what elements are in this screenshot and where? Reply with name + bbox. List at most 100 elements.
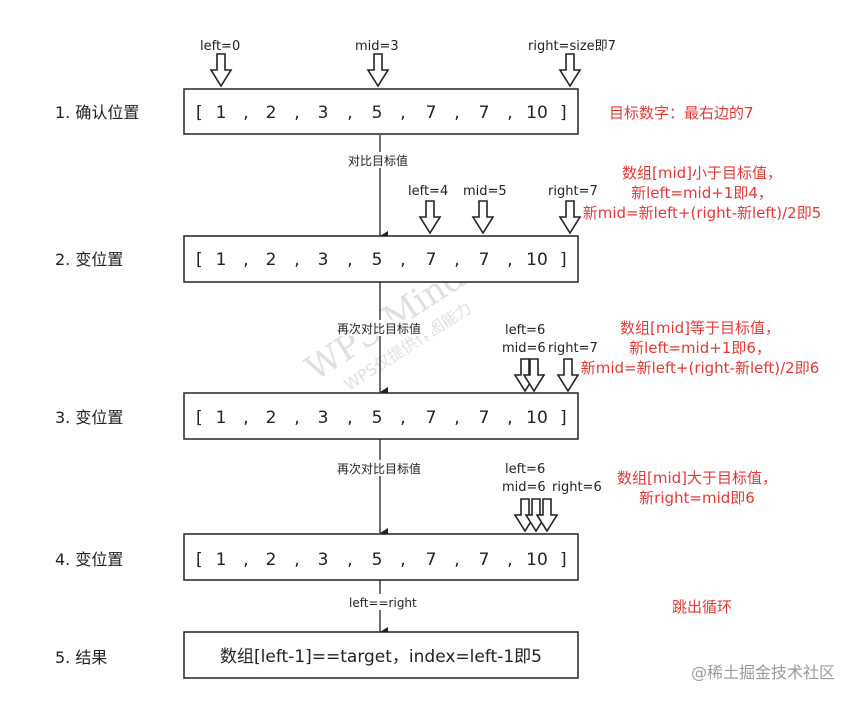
row2-mid-label: mid=5 — [463, 184, 507, 199]
array-row-2-value-6: 10 — [526, 250, 548, 270]
step-5-label: 5. 结果 — [55, 648, 107, 667]
step-1-label: 1. 确认位置 — [55, 103, 139, 122]
array-row-4-value-3: 5 — [372, 550, 383, 570]
array-row-3-comma-2: , — [347, 408, 352, 428]
array-row-2-comma-5: , — [507, 250, 512, 270]
array-row-1-comma-1: , — [294, 103, 299, 123]
array-row-2-value-0: 1 — [216, 250, 227, 270]
array-row-1-comma-5: , — [507, 103, 512, 123]
array-row-3-open-bracket: [ — [196, 408, 203, 428]
footer-watermark: @稀土掘金技术社区 — [691, 663, 835, 682]
array-row-3-value-0: 1 — [216, 408, 227, 428]
array-row-4-comma-4: , — [454, 550, 459, 570]
array-row-4-value-4: 7 — [426, 550, 437, 570]
result-text: 数组[left-1]==target，index=left-1即5 — [220, 647, 542, 667]
array-boxes — [183, 88, 579, 679]
array-row-4-close-bracket: ] — [560, 550, 567, 570]
array-row-4-value-1: 2 — [266, 550, 277, 570]
array-row-4-comma-5: , — [507, 550, 512, 570]
array-row-1-value-2: 3 — [318, 103, 329, 123]
array-row-2-comma-4: , — [454, 250, 459, 270]
connector-3-label: 再次对比目标值 — [337, 461, 421, 476]
array-row-1-value-3: 5 — [372, 103, 383, 123]
array-row-3-value-3: 5 — [372, 408, 383, 428]
note-4-line-1: 数组[mid]大于目标值， — [617, 469, 777, 487]
note-2-line-3: 新mid=新left+(right-新left)/2即5 — [583, 204, 822, 222]
array-row-1-value-5: 7 — [479, 103, 490, 123]
array-row-2-comma-3: , — [400, 250, 405, 270]
note-2-line-2: 新left=mid+1即4， — [631, 184, 773, 202]
array-row-3-comma-0: , — [243, 408, 248, 428]
array-row-1-comma-4: , — [454, 103, 459, 123]
note-5: 跳出循环 — [672, 598, 732, 616]
array-row-4-comma-2: , — [347, 550, 352, 570]
connector-1-label: 对比目标值 — [348, 153, 408, 168]
array-row-3-comma-1: , — [294, 408, 299, 428]
array-row-3-value-4: 7 — [426, 408, 437, 428]
array-row-2-comma-2: , — [347, 250, 352, 270]
row4-left-label: left=6 — [505, 462, 545, 477]
row3-mid-label: mid=6 — [502, 341, 546, 356]
note-4-line-2: 新right=mid即6 — [639, 489, 755, 507]
array-row-4-comma-0: , — [243, 550, 248, 570]
note-3-line-1: 数组[mid]等于目标值， — [620, 319, 780, 337]
row1-right-label: right=size即7 — [528, 39, 616, 54]
array-box-1 — [183, 88, 579, 135]
array-row-3-close-bracket: ] — [560, 408, 567, 428]
array-row-1-comma-0: , — [243, 103, 248, 123]
array-box-2 — [183, 235, 579, 283]
result-box — [183, 631, 579, 679]
step-2-label: 2. 变位置 — [55, 250, 123, 269]
array-box-3 — [183, 392, 579, 440]
array-row-4-value-6: 10 — [526, 550, 548, 570]
row3-left-label: left=6 — [505, 323, 545, 338]
array-row-1-value-1: 2 — [266, 103, 277, 123]
array-row-3-comma-5: , — [507, 408, 512, 428]
row4-mid-label: mid=6 — [502, 480, 546, 495]
array-row-1-comma-2: , — [347, 103, 352, 123]
array-box-4 — [183, 533, 579, 581]
array-row-1-close-bracket: ] — [560, 103, 567, 123]
array-row-3-value-5: 7 — [479, 408, 490, 428]
note-1: 目标数字：最右边的7 — [609, 104, 754, 122]
array-row-2-value-3: 5 — [372, 250, 383, 270]
array-row-4-value-5: 7 — [479, 550, 490, 570]
row3-right-label: right=7 — [548, 341, 598, 356]
array-row-1-open-bracket: [ — [196, 103, 203, 123]
row1-left-label: left=0 — [200, 39, 240, 54]
note-2-line-1: 数组[mid]小于目标值， — [622, 164, 782, 182]
row1-mid-label: mid=3 — [355, 39, 399, 54]
array-row-2-close-bracket: ] — [560, 250, 567, 270]
array-row-3-value-1: 2 — [266, 408, 277, 428]
array-row-2-value-5: 7 — [479, 250, 490, 270]
step-3-label: 3. 变位置 — [55, 408, 123, 427]
array-row-3-comma-3: , — [400, 408, 405, 428]
array-row-2-comma-0: , — [243, 250, 248, 270]
array-row-1-value-4: 7 — [426, 103, 437, 123]
connector-2-label: 再次对比目标值 — [337, 321, 421, 336]
array-row-1-value-6: 10 — [526, 103, 548, 123]
step-4-label: 4. 变位置 — [55, 550, 123, 569]
row4-right-label: right=6 — [552, 480, 602, 495]
array-row-4-comma-3: , — [400, 550, 405, 570]
note-3-line-2: 新left=mid+1即6， — [629, 339, 771, 357]
array-row-1-value-0: 1 — [216, 103, 227, 123]
row2-left-label: left=4 — [408, 184, 448, 199]
array-row-4-open-bracket: [ — [196, 550, 203, 570]
row2-right-label: right=7 — [548, 184, 598, 199]
array-row-4-value-0: 1 — [216, 550, 227, 570]
array-row-4-comma-1: , — [294, 550, 299, 570]
array-row-2-value-2: 3 — [318, 250, 329, 270]
array-row-2-value-1: 2 — [266, 250, 277, 270]
note-3-line-3: 新mid=新left+(right-新left)/2即6 — [581, 359, 820, 377]
array-row-2-comma-1: , — [294, 250, 299, 270]
array-row-4-value-2: 3 — [318, 550, 329, 570]
array-row-2-open-bracket: [ — [196, 250, 203, 270]
array-row-2-value-4: 7 — [426, 250, 437, 270]
array-row-3-comma-4: , — [454, 408, 459, 428]
array-row-3-value-6: 10 — [526, 408, 548, 428]
array-row-3-value-2: 3 — [318, 408, 329, 428]
array-row-1-comma-3: , — [400, 103, 405, 123]
connector-4-label: left==right — [349, 596, 417, 610]
